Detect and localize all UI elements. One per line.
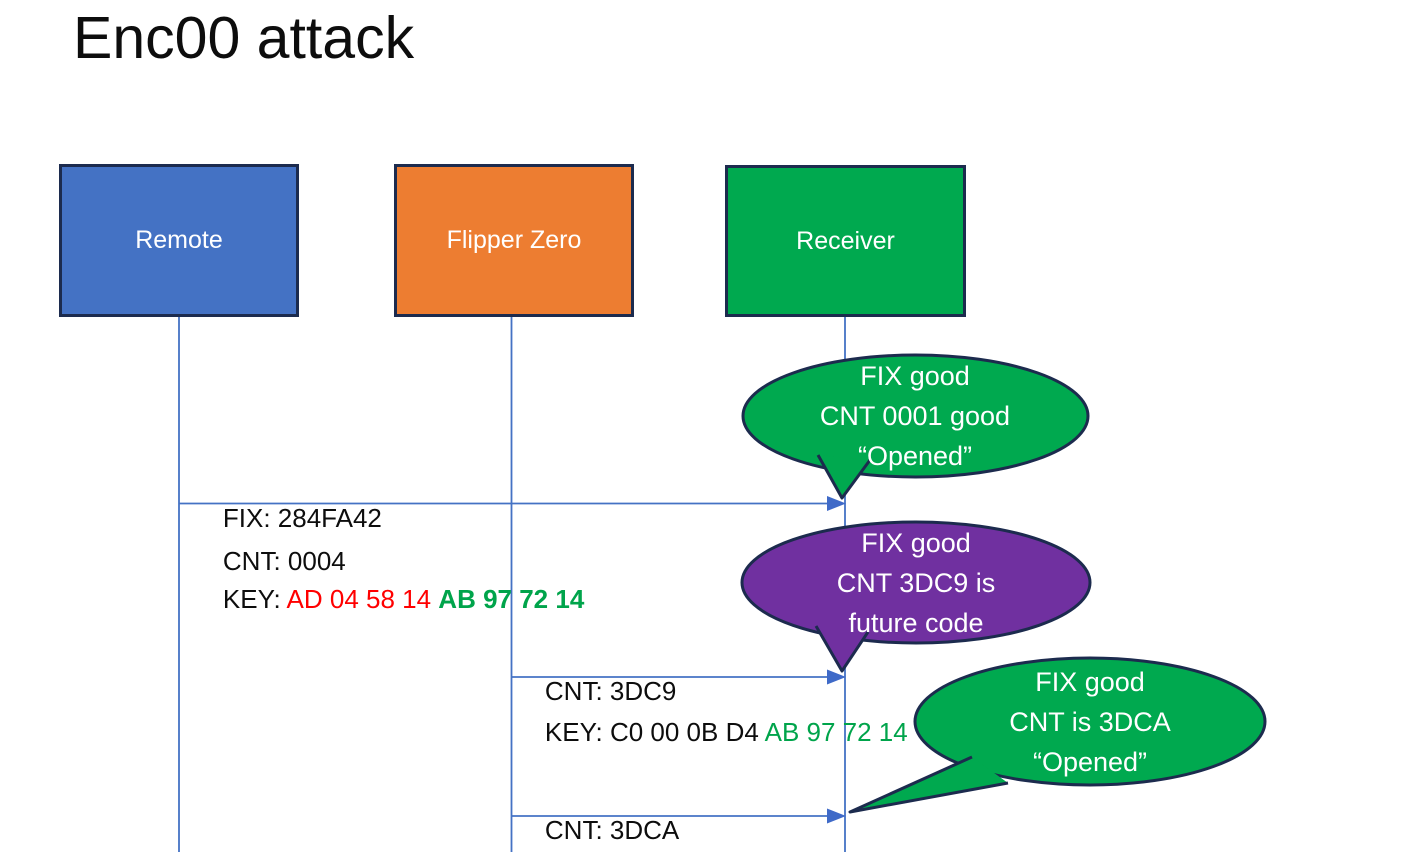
callout-2-line-2: CNT 3DC9 is [836, 568, 996, 598]
message-3-cnt: CNT: 3DCA [544, 815, 680, 845]
callout-1-text: FIX good CNT 0001 good “Opened” [743, 356, 1087, 476]
callout-bubble-1-tail [816, 454, 872, 500]
callout-bubble-3 [913, 656, 1267, 787]
callout-3-line-1: FIX good [1035, 667, 1145, 697]
message-2-key-green-bytes: AB 97 72 14 [764, 717, 908, 747]
message-2-cnt: CNT: 3DC9 [544, 676, 677, 706]
callout-bubble-2-tail [814, 625, 870, 673]
callout-3-line-3: “Opened” [1032, 747, 1148, 777]
callout-3-line-2: CNT is 3DCA [1009, 707, 1171, 737]
message-1-key-green-bytes: AB 97 72 14 [438, 584, 585, 614]
actor-label-receiver: Receiver [796, 226, 895, 255]
message-3-key-green-bytes: AB 97 72 14 [759, 855, 902, 859]
actor-box-receiver: Receiver [725, 165, 966, 317]
callout-1-line-1: FIX good [860, 361, 970, 391]
message-1-key: KEY: AD 04 58 14 AB 97 72 14 [194, 551, 584, 647]
actor-box-flipper-zero: Flipper Zero [394, 164, 634, 317]
callout-bubble-1 [741, 353, 1090, 479]
message-2-key-prefix: KEY: C0 00 0B D4 [544, 717, 765, 747]
message-1-key-prefix: KEY: [222, 584, 287, 614]
callout-2-line-3: future code [848, 608, 984, 638]
message-3-key-prefix: KEY: C0 02 8A 33 [545, 855, 759, 859]
callout-2-text: FIX good CNT 3DC9 is future code [744, 523, 1088, 643]
message-arrow-1-head [827, 496, 846, 511]
page-title: Enc00 attack [73, 5, 415, 71]
actor-label-remote: Remote [135, 226, 223, 254]
callout-3-text: FIX good CNT is 3DCA “Opened” [918, 662, 1262, 782]
message-arrow-2-head [827, 669, 846, 685]
callout-bubble-3-tail [848, 755, 1009, 814]
message-1-fix: FIX: 284FA42 [222, 503, 382, 533]
actor-label-flipper-zero: Flipper Zero [446, 226, 582, 254]
callout-1-line-2: CNT 0001 good [819, 401, 1011, 431]
callout-bubble-2 [740, 520, 1092, 645]
message-arrow-3-head [827, 808, 846, 824]
callout-1-line-3: “Opened” [857, 441, 973, 471]
message-1-key-red-bytes: AD 04 58 14 [286, 584, 439, 614]
actor-box-remote: Remote [59, 164, 299, 317]
message-3-key: KEY: C0 02 8A 33 AB 97 72 14 [516, 822, 902, 859]
message-2-key: KEY: C0 00 0B D4 AB 97 72 14 [516, 684, 908, 780]
callout-2-line-1: FIX good [861, 528, 971, 558]
message-1-cnt: CNT: 0004 [222, 546, 346, 576]
